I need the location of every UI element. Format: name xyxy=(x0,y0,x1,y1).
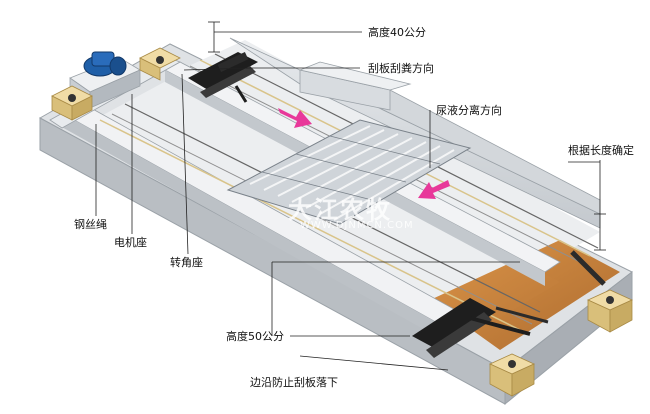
motor-assembly xyxy=(69,51,141,109)
label-edge-guard: 边沿防止刮板落下 xyxy=(250,376,338,389)
near-wall-face xyxy=(60,112,450,344)
label-scraper-direction: 刮板刮粪方向 xyxy=(368,62,434,75)
urine-grate-slots xyxy=(249,125,455,221)
label-height-50: 高度50公分 xyxy=(226,330,284,343)
scraper-bottom xyxy=(412,298,549,358)
wire-rope-1 xyxy=(99,119,521,331)
scraper-top xyxy=(188,52,258,103)
scraper-direction-arrow xyxy=(278,108,312,128)
corner-pulley-base-left xyxy=(51,85,93,121)
back-raised-wall-top xyxy=(298,61,412,91)
label-wire-rope: 钢丝绳 xyxy=(74,218,107,231)
label-corner-base: 转角座 xyxy=(170,256,203,269)
watermark-brand: 大江农牧 xyxy=(288,196,392,224)
label-length-custom: 根据长度确定 xyxy=(568,144,634,157)
corner-pulley-base-bottom-left xyxy=(489,353,535,397)
label-height-40: 高度40公分 xyxy=(368,26,426,39)
corner-pulley-base-bottom-right xyxy=(587,289,633,333)
corner-pulley-base-top xyxy=(139,47,181,81)
leader-lines xyxy=(95,21,606,371)
urine-direction-arrow xyxy=(418,180,450,199)
urine-grate-crossbars xyxy=(261,135,441,201)
label-urine-direction: 尿液分离方向 xyxy=(436,104,502,117)
end-shaft xyxy=(570,250,606,286)
label-motor-base: 电机座 xyxy=(114,236,147,249)
watermark-url: WWW.DJNMCN.COM xyxy=(300,220,414,231)
